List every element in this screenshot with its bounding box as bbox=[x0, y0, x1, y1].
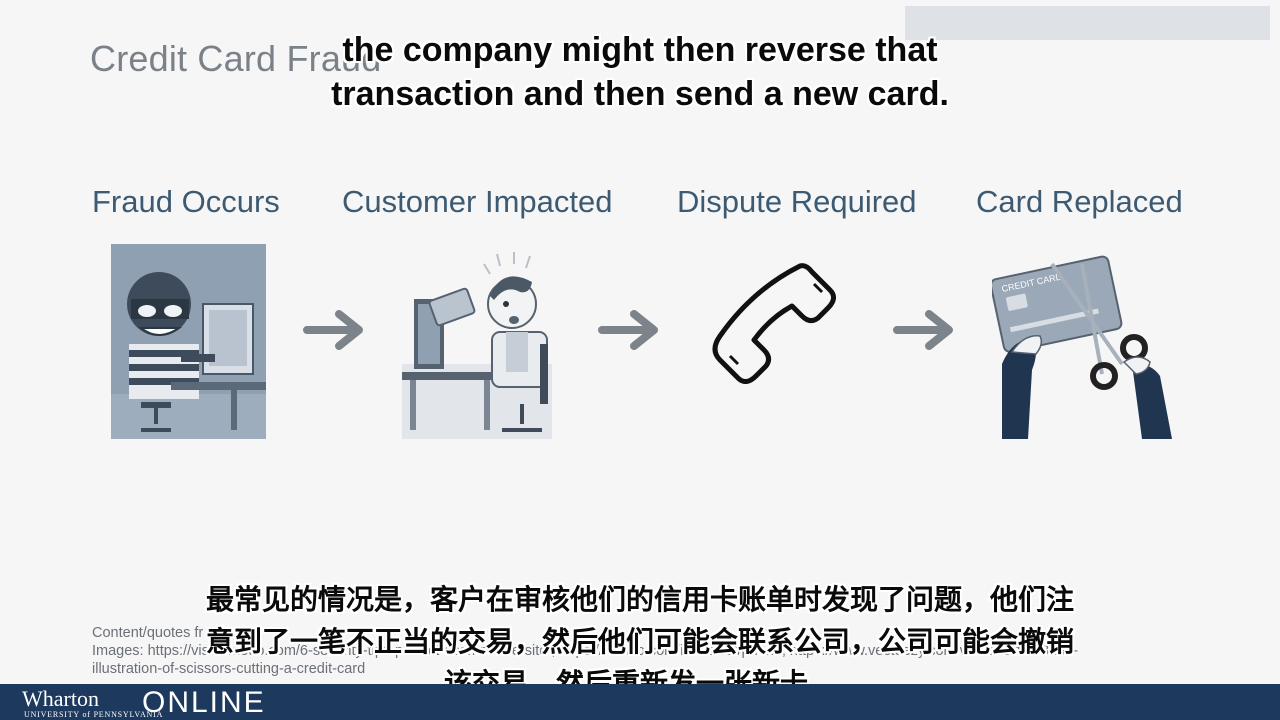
credit-line: Images: https://visualmodo.com/6-securit… bbox=[92, 643, 1079, 659]
credit-line: illustration-of-scissors-cutting-a-credi… bbox=[92, 661, 366, 677]
step-label-dispute-required: Dispute Required bbox=[677, 184, 917, 219]
impacted-customer-illustration bbox=[402, 252, 552, 439]
online-wordmark: ONLINE bbox=[142, 686, 266, 719]
hacker-illustration bbox=[111, 244, 266, 439]
watermark-overlay bbox=[905, 6, 1270, 40]
step-label-customer-impacted: Customer Impacted bbox=[342, 184, 613, 219]
wharton-logo-subtitle: UNIVERSITY of PENNSYLVANIA bbox=[24, 710, 164, 719]
phone-icon bbox=[712, 263, 836, 384]
footer-bar bbox=[0, 684, 1280, 720]
subtitle-line: the company might then reverse that bbox=[342, 31, 938, 69]
credit-line: Content/quotes fr bbox=[92, 625, 204, 641]
arrow-right-icon bbox=[303, 310, 363, 350]
arrow-right-icon bbox=[598, 310, 658, 350]
subtitle-line: transaction and then send a new card. bbox=[331, 75, 949, 113]
card-scissors-illustration: CREDIT CARD bbox=[992, 255, 1172, 439]
subtitle-line: 最常见的情况是，客户在审核他们的信用卡账单时发现了问题，他们注 bbox=[205, 583, 1074, 616]
image-credits: Content/quotes fr Images: https://visual… bbox=[92, 624, 1078, 678]
slide-title: Credit Card Fraud bbox=[90, 38, 382, 79]
arrow-right-icon bbox=[893, 310, 953, 350]
english-subtitle: the company might then reverse that tran… bbox=[0, 28, 1280, 116]
subtitle-line: 意到了一笔不正当的交易，然后他们可能会联系公司，公司可能会撤销 bbox=[205, 625, 1074, 658]
wharton-logo: Wharton bbox=[22, 686, 99, 711]
step-label-card-replaced: Card Replaced bbox=[976, 184, 1183, 219]
slide: Credit Card Fraud Fraud Occurs Customer … bbox=[90, 6, 1270, 678]
step-label-fraud-occurs: Fraud Occurs bbox=[92, 184, 280, 219]
